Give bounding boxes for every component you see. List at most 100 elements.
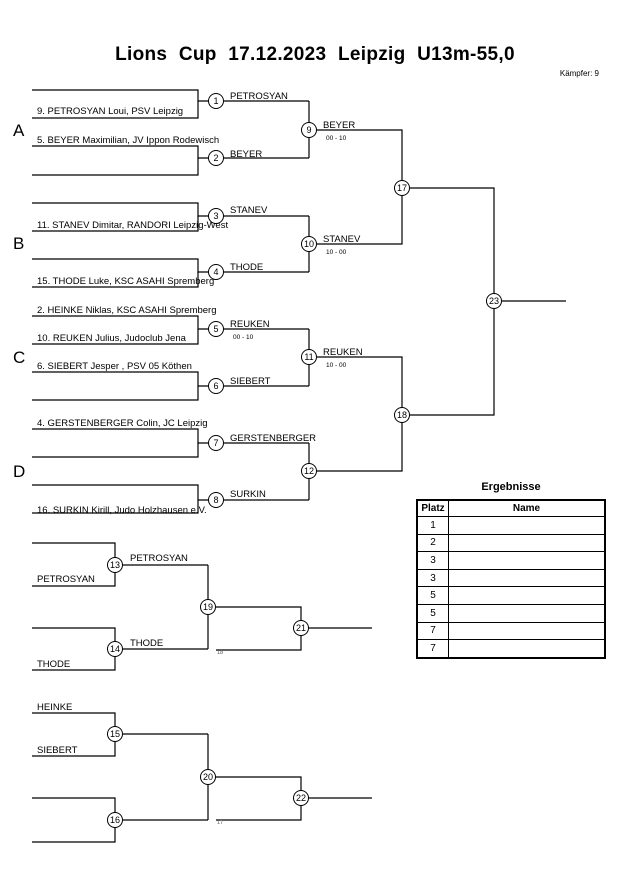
winner-m11: REUKEN: [323, 347, 363, 358]
pool-label-c: C: [13, 348, 25, 367]
entry-16: 16. SURKIN Kirill, Judo Holzhausen e.V.: [37, 505, 207, 516]
match-node-5: 5: [208, 321, 224, 337]
match-node-9: 9: [301, 122, 317, 138]
winner-m5: REUKEN: [230, 319, 270, 330]
svg-text:3: 3: [213, 211, 218, 221]
place-cell: 7: [416, 639, 449, 659]
svg-text:17: 17: [397, 183, 407, 193]
svg-text:21: 21: [296, 623, 306, 633]
rep-name-14-bottom: THODE: [37, 659, 70, 670]
name-cell: [448, 551, 606, 570]
entry-11: 11. STANEV Dimitar, RANDORI Leipzig-West: [37, 220, 228, 231]
svg-text:16: 16: [110, 815, 120, 825]
name-cell: [448, 533, 606, 553]
match-node-7: 7: [208, 435, 224, 451]
results-header-row: Platz Name: [416, 499, 606, 517]
name-cell: [448, 568, 606, 588]
svg-text:7: 7: [213, 438, 218, 448]
svg-text:1: 1: [213, 96, 218, 106]
entry-5: 5. BEYER Maximilian, JV Ippon Rodewisch: [37, 135, 219, 146]
winner-m4: THODE: [230, 262, 263, 273]
results-col-place: Platz: [416, 499, 449, 517]
match-node-2: 2: [208, 150, 224, 166]
svg-text:18: 18: [397, 410, 407, 420]
match-node-22: 22: [293, 790, 309, 806]
winner-m3: STANEV: [230, 205, 268, 216]
svg-text:4: 4: [213, 267, 218, 277]
score-m10: 10 - 00: [326, 249, 347, 256]
match-node-14: 14: [107, 641, 123, 657]
place-cell: 5: [416, 586, 449, 605]
repechage-lines: [32, 542, 372, 843]
name-cell: [448, 516, 606, 535]
svg-text:15: 15: [110, 729, 120, 739]
match-node-21: 21: [293, 620, 309, 636]
place-cell: 7: [416, 621, 449, 641]
pool-label-b: B: [13, 234, 24, 253]
winner-m7: GERSTENBERGER: [230, 433, 316, 444]
svg-text:10: 10: [304, 239, 314, 249]
entry-15: 15. THODE Luke, KSC ASAHI Spremberg: [37, 276, 214, 287]
score-m9: 00 - 10: [326, 135, 347, 142]
svg-text:22: 22: [296, 793, 306, 803]
page-title: Lions Cup 17.12.2023 Leipzig U13m-55,0: [115, 44, 515, 65]
place-cell: 5: [416, 603, 449, 623]
winner-m1: PETROSYAN: [230, 91, 288, 102]
winner-m8: SURKIN: [230, 489, 266, 500]
winner-m9: BEYER: [323, 120, 355, 131]
entry-10: 10. REUKEN Julius, Judoclub Jena: [37, 333, 187, 344]
round-1-lines: [32, 89, 309, 514]
entry-2: 2. HEINKE Niklas, KSC ASAHI Spremberg: [37, 305, 217, 316]
name-cell: [448, 639, 606, 659]
name-cell: [448, 621, 606, 641]
table-row: 7: [416, 621, 606, 641]
results-title: Ergebnisse: [481, 481, 541, 493]
entry-6: 6. SIEBERT Jesper , PSV 05 Köthen: [37, 361, 192, 372]
pool-label-a: A: [13, 121, 25, 140]
place-cell: 3: [416, 568, 449, 588]
svg-text:8: 8: [213, 495, 218, 505]
entry-9: 9. PETROSYAN Loui, PSV Leipzig: [37, 106, 183, 117]
name-cell: [448, 586, 606, 605]
fighter-count: Kämpfer: 9: [559, 69, 599, 78]
results-col-name: Name: [448, 499, 606, 517]
match-node-11: 11: [301, 349, 317, 365]
entry-4: 4. GERSTENBERGER Colin, JC Leipzig: [37, 418, 208, 429]
table-row: 3: [416, 551, 606, 570]
rep-name-15-top: HEINKE: [37, 702, 72, 713]
svg-text:11: 11: [304, 352, 313, 362]
match-node-1: 1: [208, 93, 224, 109]
score-m5: 00 - 10: [233, 334, 254, 341]
match-node-10: 10: [301, 236, 317, 252]
table-row: 5: [416, 603, 606, 623]
round-2-lines: [308, 101, 403, 500]
rep-source-19: 18: [217, 650, 223, 656]
winner-m2: BEYER: [230, 149, 262, 160]
match-node-18: 18: [394, 407, 410, 423]
table-row: 5: [416, 586, 606, 605]
match-node-16: 16: [107, 812, 123, 828]
match-node-20: 20: [200, 769, 216, 785]
table-row: 2: [416, 533, 606, 553]
match-node-15: 15: [107, 726, 123, 742]
pool-label-d: D: [13, 462, 25, 481]
rep-name-13-bottom: PETROSYAN: [37, 574, 95, 585]
match-node-8: 8: [208, 492, 224, 508]
table-row: 1: [416, 516, 606, 535]
svg-text:23: 23: [489, 296, 499, 306]
match-node-12: 12: [301, 463, 317, 479]
svg-text:5: 5: [213, 324, 218, 334]
svg-text:14: 14: [110, 644, 120, 654]
winner-m6: SIEBERT: [230, 376, 271, 387]
svg-text:6: 6: [213, 381, 218, 391]
rep-name-15-bottom: SIEBERT: [37, 745, 78, 756]
winner-m13: PETROSYAN: [130, 553, 188, 564]
table-row: 7: [416, 639, 606, 659]
winner-m10: STANEV: [323, 234, 361, 245]
table-row: 3: [416, 568, 606, 588]
winner-m14: THODE: [130, 638, 163, 649]
score-m11: 10 - 00: [326, 362, 347, 369]
match-node-17: 17: [394, 180, 410, 196]
svg-text:2: 2: [213, 153, 218, 163]
